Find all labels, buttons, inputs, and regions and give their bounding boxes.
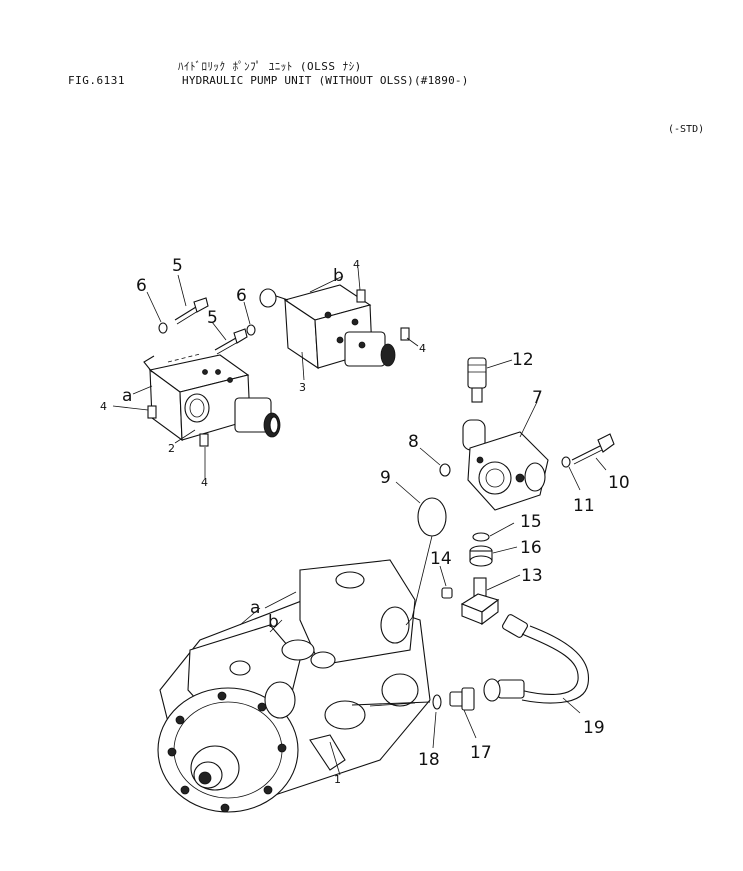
connector-17 — [449, 687, 475, 711]
nut-16 — [469, 545, 493, 567]
reference-a-lower: a — [250, 598, 260, 618]
callout-5-lower: 5 — [207, 308, 218, 328]
callout-10: 10 — [608, 473, 630, 493]
valve-3 — [259, 284, 396, 370]
pump-assembly-1 — [157, 559, 431, 813]
japanese-title: ﾊｲﾄﾞﾛﾘｯｸ ﾎﾟﾝﾌﾟ ﾕﾆｯﾄ (OLSS ﾅｼ) — [178, 60, 362, 73]
fitting-12 — [467, 357, 487, 403]
callout-12: 12 — [512, 350, 534, 370]
o-ring-18 — [432, 694, 442, 710]
block-7 — [462, 419, 549, 511]
hose-19 — [483, 614, 590, 704]
callout-3: 3 — [299, 381, 306, 394]
washer-6-left — [158, 322, 168, 334]
callout-17: 17 — [470, 743, 492, 763]
washer-11 — [561, 456, 571, 468]
plug-14 — [441, 587, 453, 599]
callout-2: 2 — [168, 442, 175, 455]
callout-4-upper: 4 — [353, 258, 360, 271]
callout-4-lower: 4 — [201, 476, 208, 489]
callout-8: 8 — [408, 432, 419, 452]
callout-5-upper: 5 — [172, 256, 183, 276]
callout-14: 14 — [430, 549, 452, 569]
callout-13: 13 — [521, 566, 543, 586]
callout-15: 15 — [520, 512, 542, 532]
callout-9: 9 — [380, 468, 391, 488]
callout-6-left: 6 — [136, 276, 147, 296]
reference-b-upper: b — [333, 266, 344, 286]
bolt-10 — [571, 433, 615, 465]
reference-a-upper: a — [122, 386, 132, 406]
figure-code: FIG.6131 — [68, 74, 125, 87]
callout-11: 11 — [573, 496, 595, 516]
spec-note: (-STD) — [668, 124, 705, 135]
washer-6-right — [246, 324, 256, 336]
reference-b-lower: b — [268, 612, 279, 632]
callout-1: 1 — [334, 773, 341, 786]
callout-4-right: 4 — [419, 342, 426, 355]
o-ring-8 — [439, 463, 451, 477]
callout-4-left: 4 — [100, 400, 107, 413]
o-ring-9 — [417, 497, 447, 537]
bolt-5-upper — [174, 297, 209, 325]
pins-4 — [147, 289, 410, 447]
bolt-5-lower — [214, 328, 248, 355]
english-title: HYDRAULIC PUMP UNIT (WITHOUT OLSS)(#1890… — [182, 74, 469, 87]
callout-6-right: 6 — [236, 286, 247, 306]
valve-2 — [143, 353, 281, 442]
callout-7: 7 — [532, 388, 543, 408]
leader-lines — [112, 267, 607, 776]
callout-16: 16 — [520, 538, 542, 558]
tee-13 — [460, 577, 500, 626]
callout-19: 19 — [583, 718, 605, 738]
callout-18: 18 — [418, 750, 440, 770]
o-ring-15 — [472, 532, 490, 542]
